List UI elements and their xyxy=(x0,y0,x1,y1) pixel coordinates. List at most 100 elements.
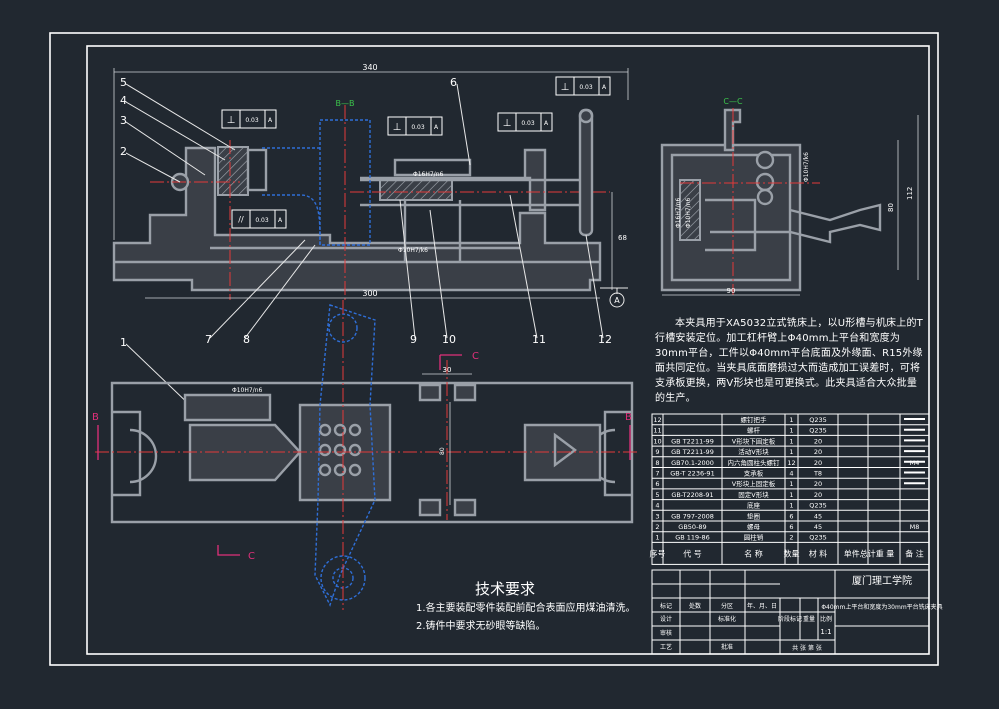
svg-text:比例: 比例 xyxy=(820,615,832,623)
part-callouts: 5 4 3 2 6 7 8 9 10 11 12 1 xyxy=(120,76,612,411)
tech-req-item-1: 1.各主要装配零件装配前配合表面应用煤油清洗。 xyxy=(416,601,636,614)
callout-7: 7 xyxy=(205,333,212,346)
dim-width-30: 30 xyxy=(443,366,452,374)
svg-text:⊥: ⊥ xyxy=(227,115,236,126)
bom-cell-qty: 6 xyxy=(789,523,793,531)
bom-cell-name: 螺杆 xyxy=(747,426,761,435)
svg-text:A: A xyxy=(268,117,273,124)
bom-cell-no: 6 xyxy=(655,480,659,488)
svg-text:工艺: 工艺 xyxy=(660,643,672,651)
dim-fit-5: Φ16H7/n6 xyxy=(675,197,682,228)
bom-cell-no: 8 xyxy=(655,459,659,467)
svg-text:⊥: ⊥ xyxy=(561,82,570,93)
svg-text:阶段标记: 阶段标记 xyxy=(778,615,802,623)
bom-cell-no: 4 xyxy=(655,502,659,510)
bom-cell-no: 1 xyxy=(655,534,659,542)
bom-cell-no: 11 xyxy=(653,427,661,435)
svg-text:重量: 重量 xyxy=(803,615,815,623)
bom-cell-qty: 1 xyxy=(789,448,793,456)
bom-header-qty: 数量 xyxy=(784,548,800,558)
bom-cell-no: 12 xyxy=(653,416,661,424)
dim-fit-3: Φ10H7/k6 xyxy=(803,152,810,182)
bom-cell-material: 20 xyxy=(814,480,822,488)
bom-cell-qty: 6 xyxy=(789,512,793,520)
description-block: 本夹具用于XA5032立式铣床上，以U形槽与机床上的T行槽安装定位。加工杠杆臂上… xyxy=(655,318,923,404)
bom-cell-name: 垫圈 xyxy=(747,511,760,520)
svg-text:0.03: 0.03 xyxy=(521,120,535,127)
callout-2: 2 xyxy=(120,145,127,158)
bom-cell-no: 3 xyxy=(655,512,659,520)
bom-cell-name: 底座 xyxy=(747,501,761,510)
bom-header-no: 序号 xyxy=(650,548,666,558)
title-block: 厦门理工学院 Φ40mm上平台和宽度为30mm平台铣床夹具 1:1 标记 处数 … xyxy=(651,569,943,655)
dim-base-length: 300 xyxy=(362,289,377,298)
svg-text:标准化: 标准化 xyxy=(718,615,736,623)
scale-value: 1:1 xyxy=(820,628,831,636)
bom-cell-material: 20 xyxy=(814,437,822,445)
bom-cell-no: 9 xyxy=(655,448,659,456)
perp-tolerance-4: ⊥ 0.03 A xyxy=(555,76,611,96)
svg-text:0.03: 0.03 xyxy=(255,217,269,224)
perp-tolerance-1: ⊥ 0.03 A xyxy=(221,109,277,129)
svg-text:A: A xyxy=(434,124,439,131)
svg-text:A: A xyxy=(544,120,549,127)
dim-width-90: 90 xyxy=(727,287,736,295)
bom-header-name: 名 称 xyxy=(744,548,763,558)
bom-cell-qty: 1 xyxy=(789,437,793,445)
svg-text:0.03: 0.03 xyxy=(245,117,259,124)
callout-1: 1 xyxy=(120,336,127,349)
svg-text:A: A xyxy=(602,84,607,91)
svg-text:共 张 第 张: 共 张 第 张 xyxy=(792,644,822,652)
svg-text:批准: 批准 xyxy=(721,643,733,651)
bom-cell-name: 圆柱销 xyxy=(744,533,764,542)
section-label-bb: B—B xyxy=(336,99,355,108)
bom-cell-qty: 1 xyxy=(789,416,793,424)
datum-a-label: A xyxy=(614,296,620,305)
bom-cell-no: 7 xyxy=(655,470,659,478)
bom-cell-qty: 1 xyxy=(789,480,793,488)
dim-fit-4: Φ10H7/n6 xyxy=(685,197,692,228)
dim-fit-1: Φ10H7/k6 xyxy=(398,247,428,254)
bom-cell-code: GB 119-86 xyxy=(675,534,710,542)
svg-text:审核: 审核 xyxy=(660,629,672,637)
bom-cell-code: GB T2211-99 xyxy=(671,437,714,445)
tolerance-frames: ⊥ 0.03 A // 0.03 A ⊥ 0.03 A ⊥ 0.03 A xyxy=(221,76,611,229)
dim-fit-6: Φ10H7/n6 xyxy=(232,387,263,394)
bom-cell-qty: 2 xyxy=(789,534,793,542)
callout-12: 12 xyxy=(598,333,612,346)
dim-fit-2: Φ16H7/n6 xyxy=(413,171,444,178)
callout-9: 9 xyxy=(410,333,417,346)
bom-header-weight: 单件总计重 量 xyxy=(844,548,895,558)
top-plan-view: B B C C 30 80 Φ10H7/n6 xyxy=(92,300,640,610)
bom-cell-no: 2 xyxy=(655,523,659,531)
para-tolerance-1: // 0.03 A xyxy=(231,209,287,229)
bom-header-note: 备 注 xyxy=(905,548,924,558)
bom-cell-qty: 4 xyxy=(789,470,793,478)
bom-cell-material: Q235 xyxy=(809,534,827,542)
bom-cell-name: V形块下固定板 xyxy=(732,436,776,445)
perp-tolerance-2: ⊥ 0.03 A xyxy=(387,116,443,136)
bom-cell-code: GB-T 2236-91 xyxy=(670,470,714,478)
bom-cell-name: 固定V形块 xyxy=(738,490,769,499)
bom-header-code: 代 号 xyxy=(683,548,702,558)
bom-cell-qty: 12 xyxy=(787,459,795,467)
callout-6: 6 xyxy=(450,76,457,89)
bolt-grid xyxy=(318,423,362,477)
bom-cell-name: 支承板 xyxy=(744,469,764,478)
school-name: 厦门理工学院 xyxy=(852,574,912,587)
bom-cell-material: 20 xyxy=(814,491,822,499)
bom-cell-name: V形块上固定板 xyxy=(732,479,776,488)
svg-text:分区: 分区 xyxy=(721,602,733,610)
inner-frame xyxy=(86,45,930,655)
bom-cell-name: 内六角圆柱头螺钉 xyxy=(728,458,781,467)
dim-height-112: 112 xyxy=(906,187,914,200)
section-marker-b-left: B xyxy=(92,412,99,423)
bom-cell-no: 10 xyxy=(653,437,661,445)
bom-cell-note: M8 xyxy=(910,523,920,531)
bom-cell-material: Q235 xyxy=(809,502,827,510)
callout-10: 10 xyxy=(442,333,456,346)
svg-text:⊥: ⊥ xyxy=(393,122,402,133)
svg-text:0.03: 0.03 xyxy=(411,124,425,131)
